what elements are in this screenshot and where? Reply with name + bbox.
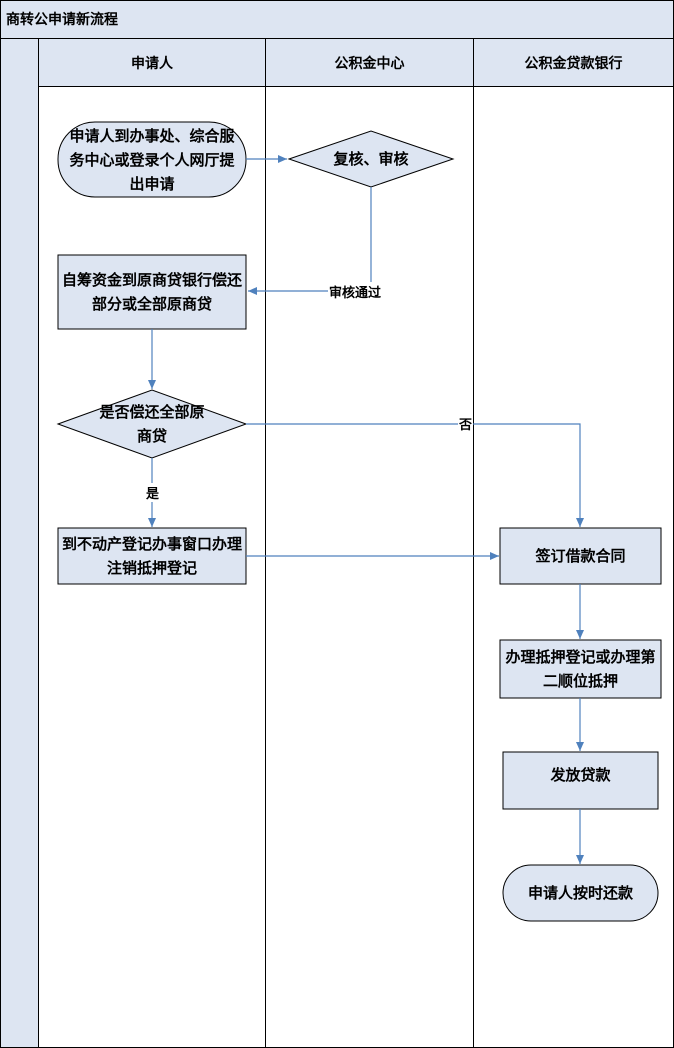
node-submit-application: 申请人到办事处、综合服务中心或登录个人网厅提出申请: [69, 126, 235, 193]
node-fully-repaid-decision: 是否偿还全部原商贷: [99, 403, 205, 445]
node-self-fund-repay: 自筹资金到原商贷银行偿还部分或全部原商贷: [62, 271, 243, 313]
lane-header-bank: 公积金贷款银行: [524, 55, 623, 72]
lane-header-1: [38, 38, 266, 87]
node-review: 复核、审核: [333, 150, 409, 168]
node-sign-contract: 签订借款合同: [535, 547, 626, 565]
title-bar: [0, 0, 674, 39]
node-cancel-mortgage: 到不动产登记办事窗口办理注销抵押登记: [62, 535, 243, 577]
lane-body-2: [265, 86, 474, 1048]
node-n2-shape: [287, 130, 455, 188]
lane-header-applicant: 申请人: [131, 55, 173, 72]
node-repay-on-time: 申请人按时还款: [527, 884, 633, 902]
diagram-title: 商转公申请新流程: [6, 12, 118, 28]
lane-header-3: [473, 38, 674, 87]
lane-header-2: [265, 38, 474, 87]
edge-label-approved: 审核通过: [328, 282, 383, 301]
node-n9-shape: [502, 864, 659, 922]
edge-label-no: 否: [458, 414, 474, 433]
node-register-mortgage: 办理抵押登记或办理第二顺位抵押: [505, 648, 656, 690]
node-n7-shape: [499, 639, 662, 699]
node-n3-shape: [57, 254, 247, 330]
edge-label-yes: 是: [145, 483, 161, 502]
node-n5-shape: [57, 527, 247, 585]
pool-strip: [0, 38, 39, 1048]
node-disburse-loan: 发放贷款: [550, 765, 611, 784]
edge-n4-n6: [246, 423, 584, 527]
lane-header-fund-center: 公积金中心: [334, 55, 405, 72]
node-n8-shape: [502, 751, 659, 810]
